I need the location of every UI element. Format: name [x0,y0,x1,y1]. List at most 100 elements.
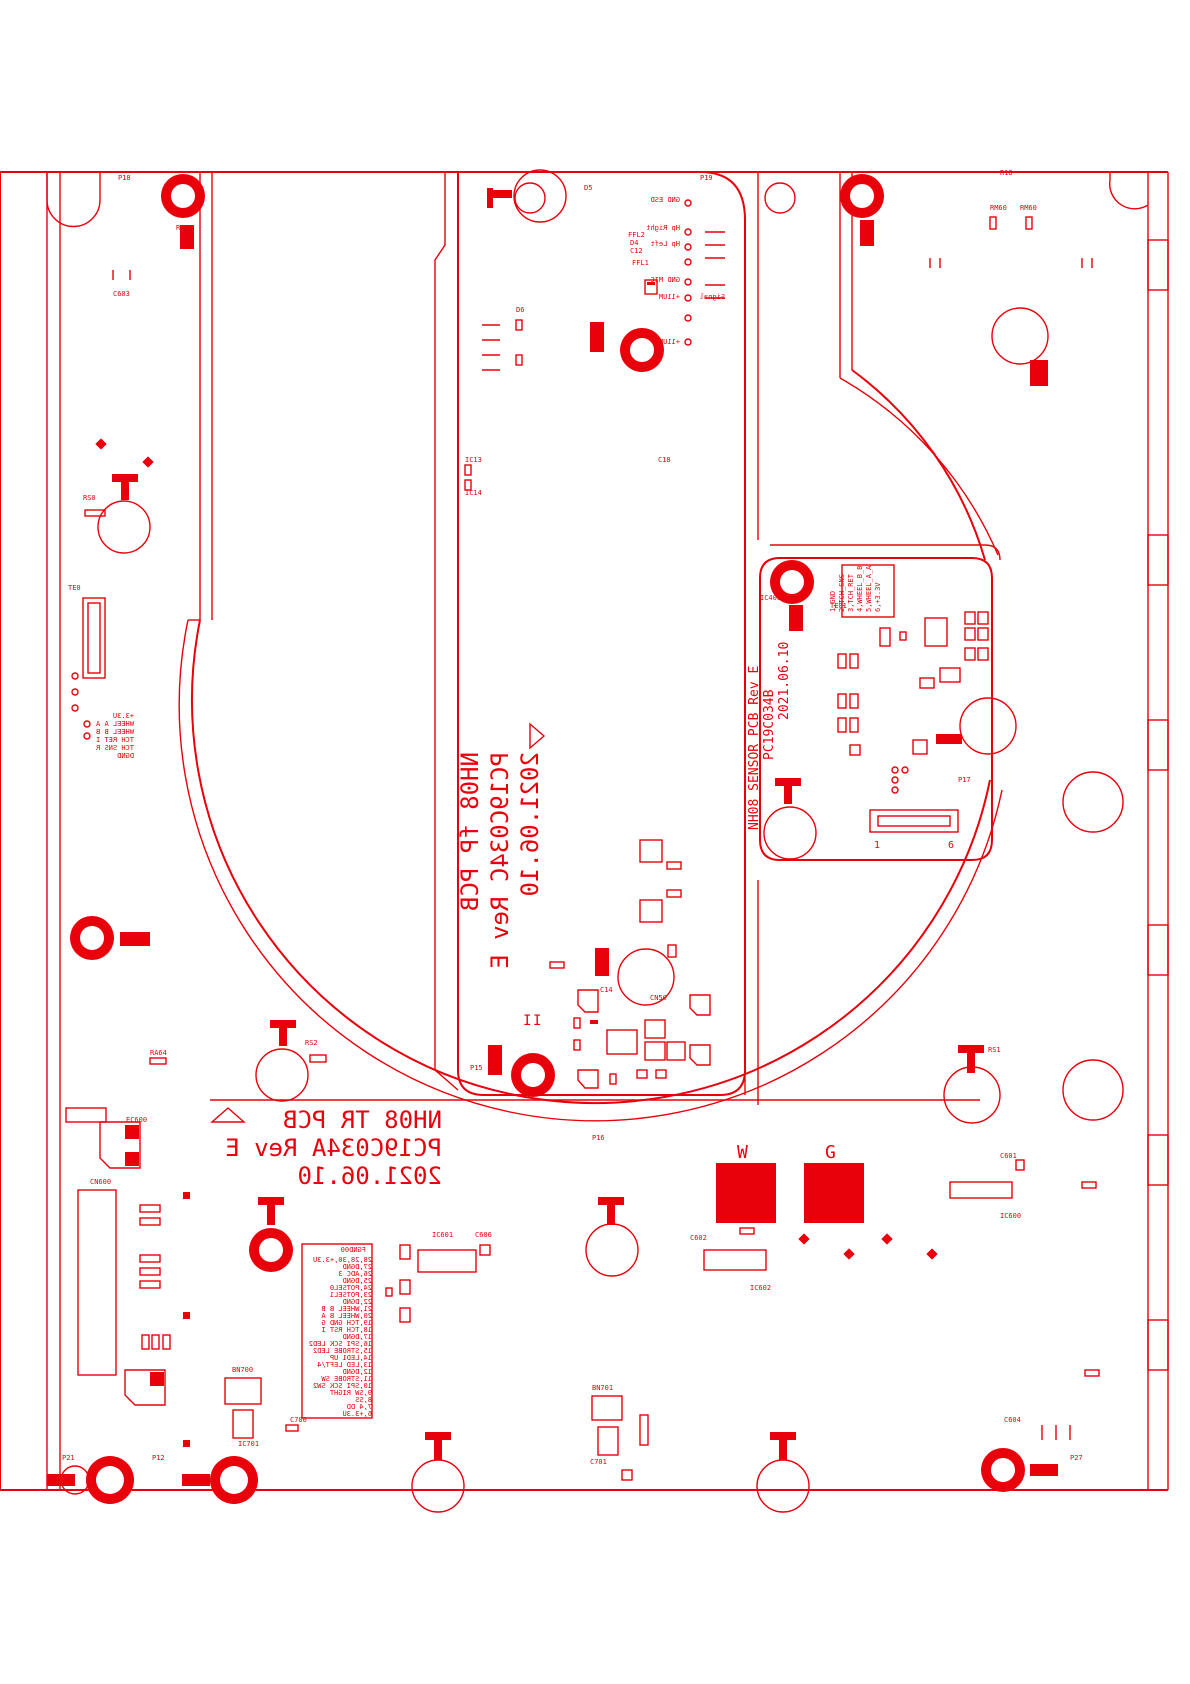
reference-designators: P18 RM20 C603 RS0 TE0 TE01 C606 IC601 C6… [62,169,1083,1466]
svg-text:+3.3U: +3.3U [113,712,134,720]
mounting-pad [488,1045,555,1097]
edge-tabs [1147,239,1169,1371]
svg-text:9,SW RIGHT: 9,SW RIGHT [329,1389,372,1397]
svg-text:+11UM: +11UM [659,338,680,346]
svg-text:3,TCH_RET: 3,TCH_RET [847,573,855,612]
svg-text:5,WHEEL_A_A: 5,WHEEL_A_A [865,565,873,612]
svg-text:WHEEL B B: WHEEL B B [96,728,134,736]
sensor-pcb-partno: PC19C034B [762,689,777,760]
board-outlines [0,171,1169,1495]
svg-text:6,+3.3V: 6,+3.3V [874,582,882,612]
sensor-connector-pin1: 1 [874,840,880,851]
svg-text:19,TCH GND G: 19,TCH GND G [321,1319,372,1327]
svg-text:C701: C701 [590,1458,607,1466]
svg-text:C602: C602 [690,1234,707,1242]
svg-text:P12: P12 [152,1454,165,1462]
svg-text:C12: C12 [630,247,643,255]
svg-text:C14: C14 [600,986,613,994]
svg-text:IC601: IC601 [432,1231,453,1239]
svg-text:14,LED1 UP: 14,LED1 UP [330,1354,372,1362]
svg-text:RM20: RM20 [176,224,193,232]
svg-text:BN700: BN700 [232,1366,253,1374]
svg-text:TCH SNS R: TCH SNS R [95,744,134,752]
mounting-pad [97,474,151,554]
svg-text:P18: P18 [118,174,131,182]
mounting-pad [943,1045,1001,1124]
svg-text:27,DGND: 27,DGND [342,1263,372,1271]
top-right-pin-labels: GND ESD Hp Right Hp Left GND MIC +11UM S… [646,196,725,346]
mounting-pad [411,1432,465,1513]
svg-text:TE01: TE01 [830,602,847,610]
mounting-pad [936,697,1017,755]
svg-text:22,DGND: 22,DGND [342,1298,372,1306]
svg-text:FFL1: FFL1 [632,259,649,267]
wg-markers: W G [716,1142,864,1223]
sensor-connector-pin6: 6 [948,840,954,851]
sensor-pcb-label-group: NH08 SENSOR PCB Rev E PC19C034B 2021.06.… [747,642,792,830]
svg-text:C700: C700 [290,1416,307,1424]
fp-pcb-title: NH08 fP PCB [456,752,484,911]
g-marker-label: G [825,1142,836,1163]
sensor-pin-labels: 1,GND 2,TCH_SNS 3,TCH_RET 4,WHEEL_B_B 5,… [829,565,882,612]
tr-pcb-label-group: NH08 TR PCB PC19C034A Rev E 2021.06.10 [225,1106,442,1190]
sensor-pcb-date: 2021.06.10 [777,642,792,720]
svg-text:RS1: RS1 [988,1046,1001,1054]
mounting-pad [255,1020,309,1102]
svg-text:16,SPI SCK LED2: 16,SPI SCK LED2 [309,1340,372,1348]
mounting-pad [763,778,817,860]
svg-text:FFL2: FFL2 [628,231,645,239]
svg-text:R18: R18 [1000,169,1013,177]
svg-text:6,+3.3U: 6,+3.3U [342,1410,372,1418]
svg-text:IC400: IC400 [760,594,781,602]
warning-triangle [210,1107,246,1123]
svg-text:P21: P21 [62,1454,75,1462]
svg-text:RS0: RS0 [83,494,96,502]
mounting-pad [161,174,205,249]
svg-text:D6: D6 [516,306,524,314]
w-marker-label: W [737,1142,748,1163]
svg-text:11,STROBE SW: 11,STROBE SW [321,1375,372,1383]
svg-text:2,TCH_SNS: 2,TCH_SNS [838,574,846,612]
svg-text:P15: P15 [470,1064,483,1072]
svg-text:17,DGND: 17,DGND [342,1333,372,1341]
mounting-pad [47,1456,134,1504]
svg-text:P16: P16 [592,1134,605,1142]
svg-text:23,POTSEL1: 23,POTSEL1 [330,1291,372,1299]
svg-text:26,ADC 3: 26,ADC 3 [338,1270,372,1278]
svg-text:P19: P19 [700,174,713,182]
svg-text:25,DGND: 25,DGND [342,1277,372,1285]
svg-text:4,WHEEL_B_B: 4,WHEEL_B_B [856,566,864,612]
svg-text:FGND00: FGND00 [341,1246,366,1254]
left-pin-labels: +3.3U WHEEL A A WHEEL B B TCH RET I TCH … [95,712,134,760]
svg-text:24,POTSEL0: 24,POTSEL0 [330,1284,372,1292]
mounting-pad [249,1197,293,1272]
svg-text:GND MIC: GND MIC [650,276,680,284]
fgnd-pin-list: FGND00 28,28,30,+3.3U 27,DGND 26,ADC 3 2… [309,1246,372,1418]
svg-text:20,WHEEL B A: 20,WHEEL B A [321,1312,372,1320]
mounting-pad [585,1197,639,1277]
svg-text:7,4 DD: 7,4 DD [347,1403,372,1411]
fp-pcb-partno: PC19C034C Rev E [486,752,514,969]
svg-text:Hp Right: Hp Right [646,224,680,232]
svg-text:RM60: RM60 [1020,204,1037,212]
tr-pcb-date: 2021.06.10 [298,1162,443,1190]
svg-text:C18: C18 [658,456,671,464]
svg-text:IC14: IC14 [465,489,482,497]
svg-text:D4: D4 [630,239,638,247]
mounting-pads [47,169,1058,1513]
svg-text:BN701: BN701 [592,1384,613,1392]
svg-text:8,SS: 8,SS [355,1396,372,1404]
svg-text:13,LED LEFT/4: 13,LED LEFT/4 [317,1361,372,1369]
svg-text:C601: C601 [1000,1152,1017,1160]
svg-text:15,STROBE LED2: 15,STROBE LED2 [313,1347,372,1355]
svg-text:C603: C603 [113,290,130,298]
svg-text:CN600: CN600 [90,1178,111,1186]
svg-text:1,GND: 1,GND [829,591,837,612]
svg-text:TE0: TE0 [68,584,81,592]
svg-text:IC600: IC600 [1000,1212,1021,1220]
svg-text:RM60: RM60 [990,204,1007,212]
warning-triangle [529,722,546,750]
svg-text:D5: D5 [584,184,592,192]
tr-pcb-partno: PC19C034A Rev E [225,1134,442,1162]
